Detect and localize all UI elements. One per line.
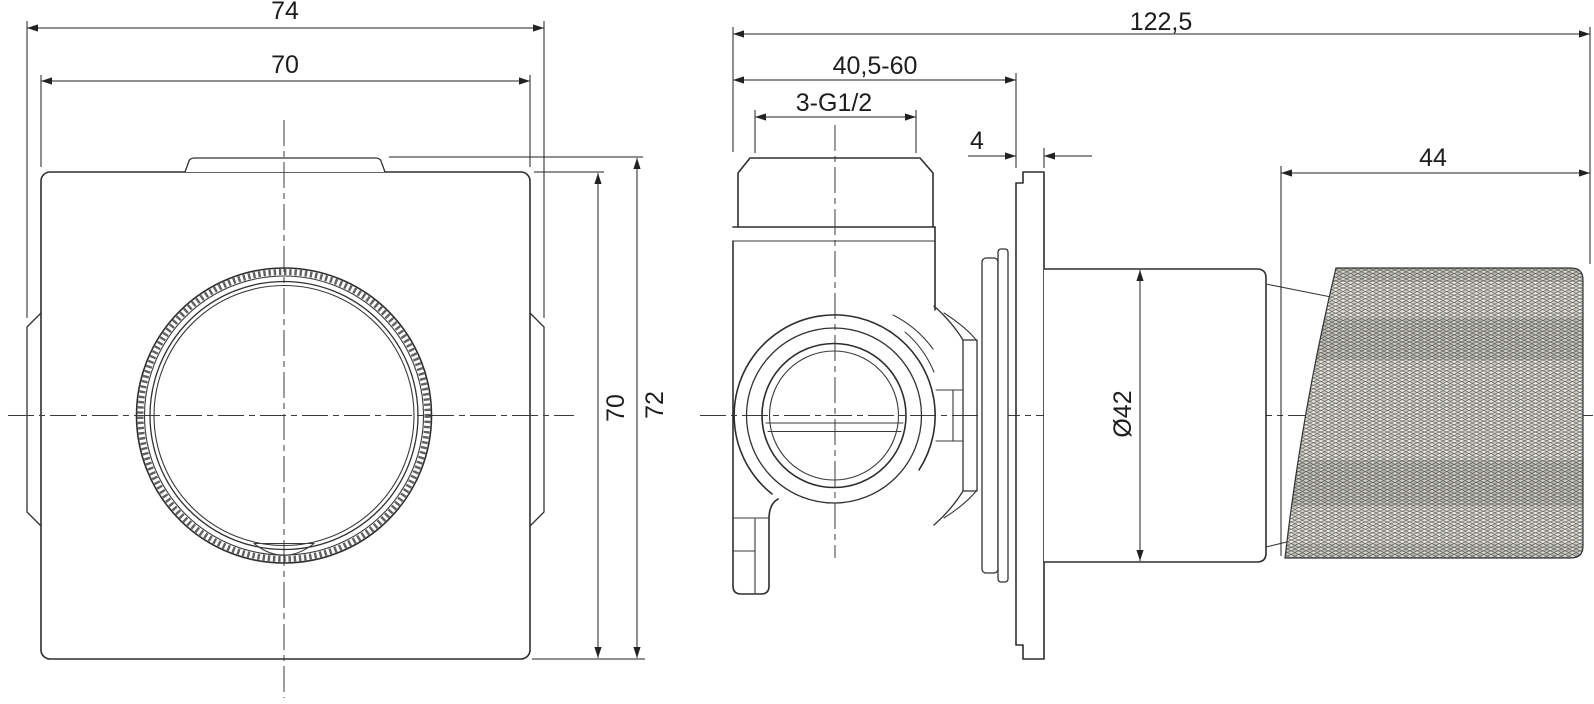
sleeve-flare-top-2 — [943, 312, 978, 342]
sleeve-flare-bottom-2 — [943, 489, 978, 519]
knob-inner-circle-2 — [153, 284, 415, 547]
front-view — [8, 120, 574, 698]
dim-front-plate-width: 70 — [40, 51, 531, 167]
dim-label-front-outer-height: 72 — [641, 391, 669, 419]
front-left-tab — [26, 312, 42, 527]
front-right-tab — [529, 312, 545, 527]
dim-label-wall-plate-thickness: 4 — [970, 127, 984, 155]
sleeve-flare-bottom-1 — [933, 490, 964, 526]
knob-outer-circle — [135, 267, 433, 564]
knob-inner-circle — [149, 280, 419, 551]
sleeve-ring-front — [997, 248, 1009, 583]
dim-front-outer-height: 72 — [389, 156, 669, 660]
knob-serration-ring — [137, 269, 431, 562]
dim-handle-length: 44 — [1280, 144, 1590, 556]
dim-label-handle-length: 44 — [1419, 144, 1447, 172]
sleeve-ring-large — [981, 257, 999, 574]
body-web-curve-2 — [892, 314, 934, 350]
knurled-handle — [1284, 267, 1584, 559]
dim-label-body-diameter: Ø42 — [1109, 390, 1137, 437]
dim-body-diameter: Ø42 — [1109, 270, 1144, 561]
mounting-foot-outline — [732, 414, 779, 595]
knurl-shading — [1285, 268, 1583, 558]
outlet-stub — [935, 389, 964, 442]
handle-cylinder — [1043, 268, 1267, 563]
dimensions: 74 70 70 72 122,5 40,5-60 — [26, 0, 1591, 660]
side-body-outline-arc — [733, 314, 936, 495]
dim-label-front-plate-width: 70 — [271, 51, 299, 79]
sleeve-ring-small — [962, 339, 978, 492]
dim-front-outer-width: 74 — [26, 0, 545, 318]
dim-label-side-mounting-depth: 40,5-60 — [833, 52, 918, 80]
dim-label-front-outer-width: 74 — [271, 0, 299, 25]
sleeve-flare-top-1 — [933, 305, 964, 341]
dim-side-mounting-depth: 40,5-60 — [733, 52, 1017, 168]
dim-label-side-total-depth: 122,5 — [1130, 8, 1193, 36]
dim-side-thread: 3-G1/2 — [754, 89, 917, 153]
outlet-bore-circle — [761, 342, 907, 489]
dim-label-front-plate-height: 70 — [602, 394, 630, 422]
dim-label-side-thread: 3-G1/2 — [796, 89, 872, 117]
front-top-tab — [184, 157, 386, 173]
body-web-curve-1 — [904, 331, 935, 373]
dim-front-plate-height: 70 — [534, 171, 630, 658]
outlet-ring-circle — [745, 327, 923, 504]
dim-wall-plate-thickness: 4 — [968, 127, 1092, 168]
side-view — [700, 125, 1593, 660]
dim-side-total-depth: 122,5 — [732, 8, 1591, 264]
knob-notch-arc — [253, 542, 315, 556]
outlet-bore-inner-circle — [768, 350, 900, 481]
handle-transition-line-top — [1265, 283, 1332, 298]
